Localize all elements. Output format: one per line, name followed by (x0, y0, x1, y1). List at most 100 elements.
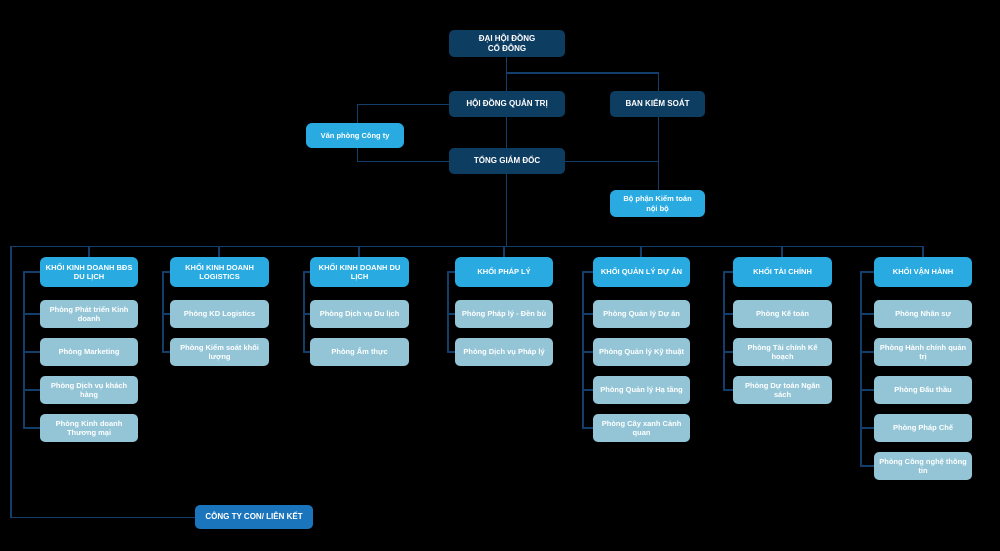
department-node: Phòng Dịch vụ Du lịch (310, 300, 409, 328)
node-supervisory-board: BAN KIỂM SOÁT (610, 91, 705, 117)
connector-line (860, 313, 874, 315)
connector-line (303, 351, 310, 353)
node-label: Phòng Kế toán (756, 309, 809, 319)
node-label: Văn phòng Công ty (320, 130, 390, 140)
node-label: Phòng Cây xanh Cảnh quan (601, 418, 682, 437)
node-label: BAN KIỂM SOÁT (625, 99, 690, 108)
connector-line (358, 245, 360, 257)
node-label: HỘI ĐỒNG QUẢN TRỊ (466, 99, 548, 108)
node-label: Phòng Dịch vụ Pháp lý (463, 347, 545, 357)
department-node: Phòng Tài chính Kế hoạch (733, 338, 832, 366)
node-label: Phòng Nhân sự (895, 309, 951, 319)
department-node: Phòng KD Logistics (170, 300, 269, 328)
connector-line (723, 351, 733, 353)
connector-line (23, 389, 40, 391)
connector-line (162, 351, 170, 353)
department-node: Phòng Dịch vụ Pháp lý (455, 338, 553, 366)
node-company-office: Văn phòng Công ty (306, 123, 404, 148)
node-label: Phòng Ẩm thực (331, 347, 388, 357)
node-label: Phòng Đấu thầu (894, 385, 952, 395)
connector-line (565, 160, 658, 162)
connector-line (88, 245, 90, 257)
department-node: Phòng Marketing (40, 338, 138, 366)
connector-line (218, 245, 220, 257)
department-node: Phòng Dịch vụ khách hàng (40, 376, 138, 404)
connector-line (505, 72, 659, 74)
department-node: Phòng Quản lý Hạ tầng (593, 376, 690, 404)
connector-line (723, 313, 733, 315)
node-internal-audit: Bộ phận Kiểm toán nội bộ (610, 190, 705, 217)
connector-line (781, 245, 783, 257)
node-label: Phòng Quản lý Hạ tầng (600, 385, 683, 395)
node-label: KHỐI KINH DOANH DU LỊCH (318, 262, 401, 281)
connector-line (860, 271, 862, 466)
connector-line (723, 271, 733, 273)
node-label: Phòng Dịch vụ Du lịch (319, 309, 400, 319)
department-node: Phòng Kế toán (733, 300, 832, 328)
connector-line (23, 271, 40, 273)
node-label: Phòng KD Logistics (183, 309, 256, 319)
connector-line (303, 271, 305, 352)
node-label: Phòng Marketing (58, 347, 120, 357)
connector-line (582, 271, 584, 428)
connector-line (162, 271, 170, 273)
department-node: Phòng Cây xanh Cảnh quan (593, 414, 690, 442)
division-header: KHỐI KINH DOANH LOGISTICS (170, 257, 269, 287)
connector-line (447, 313, 455, 315)
node-label: KHỐI PHÁP LÝ (477, 267, 531, 277)
node-label: Phòng Kiểm soát khối lượng (180, 342, 259, 361)
connector-line (23, 271, 25, 428)
connector-line (582, 427, 593, 429)
connector-line (723, 389, 733, 391)
node-label: Phòng Tài chính Kế hoạch (747, 342, 818, 361)
connector-line (860, 271, 874, 273)
node-label: ĐẠI HỘI ĐỒNG CỔ ĐÔNG (478, 33, 536, 53)
division-header: KHỐI TÀI CHÍNH (733, 257, 832, 287)
connector-line (356, 160, 450, 162)
connector-line (657, 72, 659, 91)
connector-line (860, 465, 874, 467)
department-node: Phòng Pháp Chế (874, 414, 972, 442)
connector-line (922, 245, 924, 257)
connector-line (356, 103, 450, 105)
division-header: KHỐI KINH DOANH BĐS DU LỊCH (40, 257, 138, 287)
node-label: TỔNG GIÁM ĐỐC (473, 156, 541, 165)
connector-line (582, 271, 593, 273)
connector-line (447, 271, 449, 352)
division-header: KHỐI VẬN HÀNH (874, 257, 972, 287)
connector-line (10, 245, 12, 517)
node-label: KHỐI VẬN HÀNH (892, 267, 954, 277)
connector-line (505, 174, 507, 246)
department-node: Phòng Ẩm thực (310, 338, 409, 366)
connector-line (23, 351, 40, 353)
connector-line (505, 57, 507, 92)
node-label: Phòng Pháp lý - Đền bù (461, 309, 547, 319)
department-node: Phòng Kinh doanh Thương mại (40, 414, 138, 442)
connector-line (447, 271, 455, 273)
department-node: Phòng Nhân sự (874, 300, 972, 328)
connector-line (640, 245, 642, 257)
connector-line (23, 427, 40, 429)
node-label: Phòng Kinh doanh Thương mại (55, 418, 123, 437)
connector-line (303, 271, 310, 273)
department-node: Phòng Kiểm soát khối lượng (170, 338, 269, 366)
connector-line (23, 313, 40, 315)
department-node: Phòng Pháp lý - Đền bù (455, 300, 553, 328)
connector-line (582, 313, 593, 315)
department-node: Phòng Quản lý Dự án (593, 300, 690, 328)
department-node: Phòng Đấu thầu (874, 376, 972, 404)
node-label: Phòng Pháp Chế (893, 423, 953, 433)
division-header: KHỐI QUẢN LÝ DỰ ÁN (593, 257, 690, 287)
department-node: Phòng Quản lý Kỹ thuật (593, 338, 690, 366)
department-node: Phòng Hành chính quản trị (874, 338, 972, 366)
node-label: Phòng Công nghệ thông tin (879, 456, 967, 475)
connector-line (657, 117, 659, 190)
department-node: Phòng Dự toán Ngân sách (733, 376, 832, 404)
node-label: KHỐI KINH DOANH LOGISTICS (185, 262, 254, 281)
connector-line (162, 271, 164, 352)
connector-line (582, 351, 593, 353)
connector-line (10, 516, 195, 518)
connector-line (505, 117, 507, 148)
node-label: Phòng Dự toán Ngân sách (744, 380, 820, 399)
